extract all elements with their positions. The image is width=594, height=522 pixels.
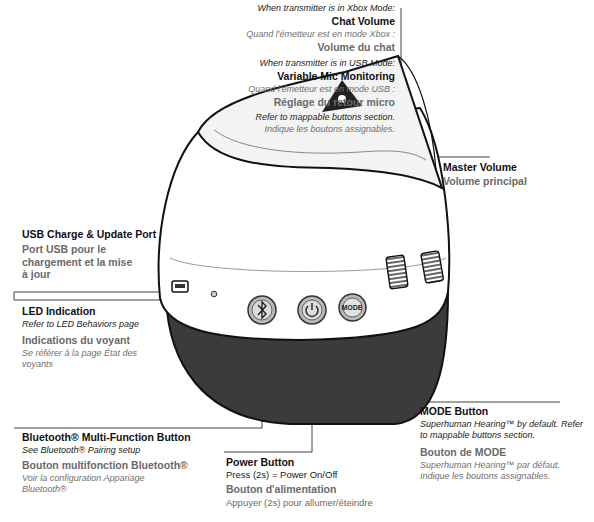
leader-line [14, 290, 178, 292]
callout-label: Quand l'émetteur est en mode Xbox : [195, 29, 395, 40]
callout-label: Indique les boutons assignables. [195, 124, 395, 135]
callout-label: Bluetooth® Multi-Function Button [22, 431, 191, 444]
callout-label: Superhuman Hearing™ by default. Refer to… [420, 419, 588, 441]
bluetooth-button [252, 300, 272, 320]
cap-edge [398, 56, 436, 170]
bluetooth-icon [258, 302, 266, 318]
button-text: MODE [338, 293, 367, 311]
power-button [302, 300, 322, 320]
usb-port [172, 281, 188, 292]
callout-label: Volume du chat [195, 41, 395, 54]
chat-volume-wheel [386, 255, 408, 289]
mode-button: MODE [338, 293, 367, 322]
button-rim [339, 294, 366, 321]
callout-label: Réglage du retour micro [195, 96, 395, 109]
cap-ridge [214, 130, 426, 160]
callout-label: Voir la configuration Appariage Bluetoot… [22, 473, 190, 495]
callout-label: Port USB pour le chargement et la mise à… [22, 243, 134, 281]
callout-label: Press (2s) = Power On/Off [226, 469, 338, 480]
callout-label: Bouton d'alimentation [226, 483, 336, 496]
callout-label: When transmitter is in USB Mode: [195, 58, 395, 69]
usb-port [175, 284, 185, 288]
callout-label: MODE Button [420, 405, 488, 418]
callout-label: Volume principal [443, 175, 527, 188]
master-volume-wheel [421, 251, 444, 284]
callout-label: LED Indication [22, 305, 96, 318]
power-button [298, 296, 326, 324]
callout-label: Refer to mappable buttons section. [195, 112, 395, 123]
callout-label: Superhuman Hearing™ par défaut. Indique … [420, 460, 588, 482]
callout-label: Indications du voyant [22, 334, 130, 347]
leader-lines [14, 8, 560, 452]
callout-label: When transmitter is in Xbox Mode: [195, 3, 395, 14]
callout-label: See Bluetooth® Pairing setup [22, 445, 140, 456]
callout-label: Refer to LED Behaviors page [22, 319, 139, 330]
callout-label: Power Button [226, 456, 294, 469]
led [211, 291, 217, 297]
callout-label: Quand l'émetteur est en mode USB : [195, 84, 395, 95]
callout-label: Appuyer (2s) pour allumer/éteindre [226, 497, 373, 508]
callout-label: Se référer à la page État des voyants [22, 348, 144, 370]
bluetooth-button [248, 296, 276, 324]
callout-label: Variable Mic Monitoring [195, 70, 395, 83]
power-icon [311, 303, 312, 310]
callout-label: Chat Volume [195, 15, 395, 28]
callout-label: USB Charge & Update Port [22, 228, 156, 241]
callout-label: Bouton multifonction Bluetooth® [22, 459, 188, 472]
callout-label: Master Volume [443, 161, 517, 174]
callout-label: Bouton de MODE [420, 446, 506, 459]
